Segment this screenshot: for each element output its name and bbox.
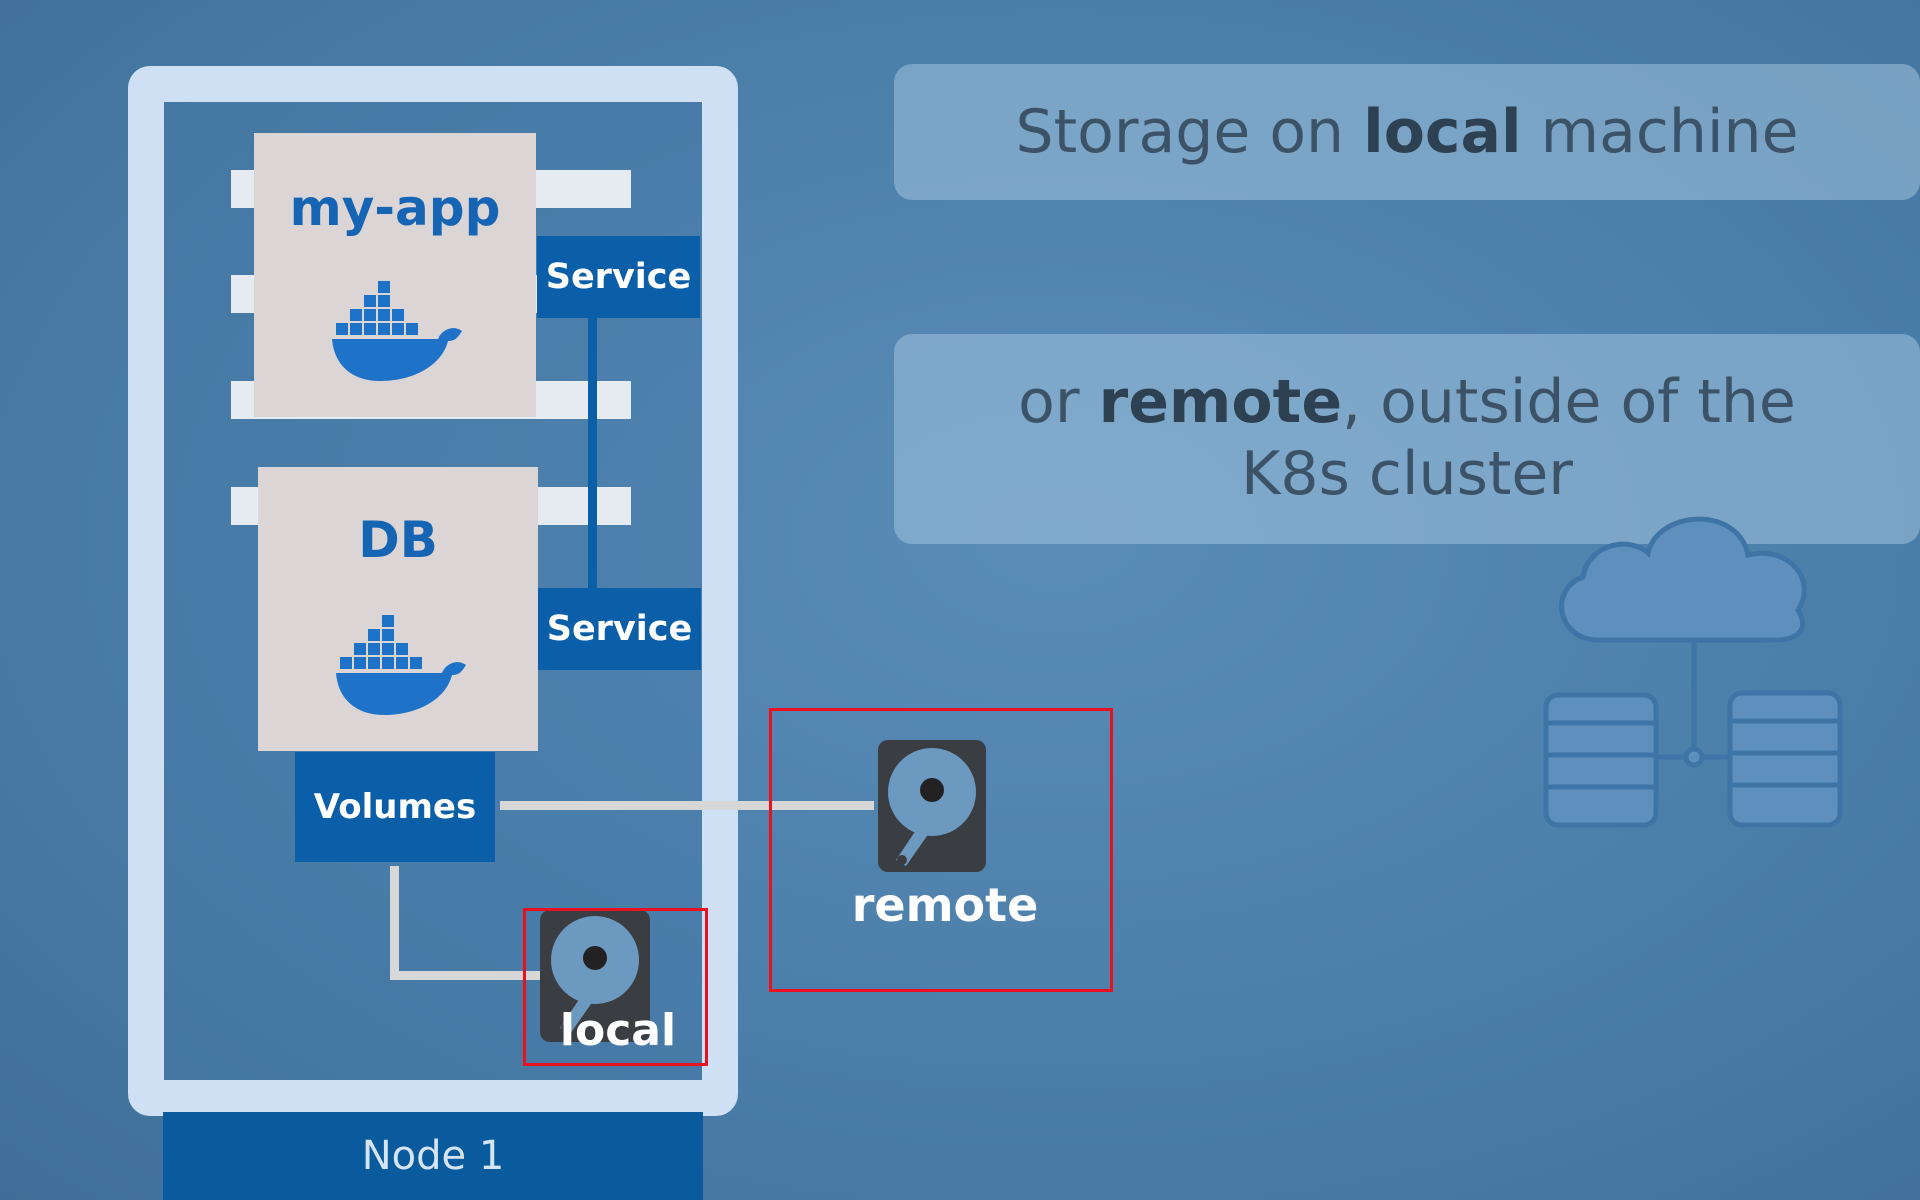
node-label: Node 1 — [163, 1112, 703, 1200]
local-connector — [390, 866, 399, 980]
callout-bold: local — [1363, 97, 1522, 167]
service-box: Service — [538, 588, 701, 670]
docker-whale-icon — [336, 615, 466, 715]
pod-db: DB — [258, 467, 538, 751]
docker-whale-icon — [332, 281, 462, 381]
service-connector — [588, 318, 597, 588]
callout-remote: or remote, outside of the K8s cluster — [894, 334, 1920, 544]
volumes-box: Volumes — [295, 752, 495, 862]
local-connector — [390, 971, 540, 980]
remote-connector — [500, 801, 874, 810]
hard-disk-icon — [540, 910, 650, 1042]
local-label: local — [559, 1005, 677, 1056]
pod-title: DB — [358, 511, 438, 569]
callout-bold: remote — [1098, 367, 1343, 437]
callout-text: machine — [1521, 97, 1799, 167]
remote-highlight-box — [769, 708, 1113, 992]
callout-text: or — [1018, 367, 1099, 437]
pod-my-app: my-app — [254, 133, 536, 417]
callout-text: , outside of the K8s cluster — [1241, 367, 1796, 509]
callout-local: Storage on local machine — [894, 64, 1920, 200]
service-box: Service — [537, 236, 700, 318]
hard-disk-icon — [878, 740, 986, 872]
local-highlight-box — [523, 908, 708, 1066]
pod-title: my-app — [289, 179, 501, 237]
callout-text: Storage on — [1015, 97, 1364, 167]
cloud-database-icon — [1543, 516, 1843, 828]
remote-label: remote — [851, 878, 1039, 932]
